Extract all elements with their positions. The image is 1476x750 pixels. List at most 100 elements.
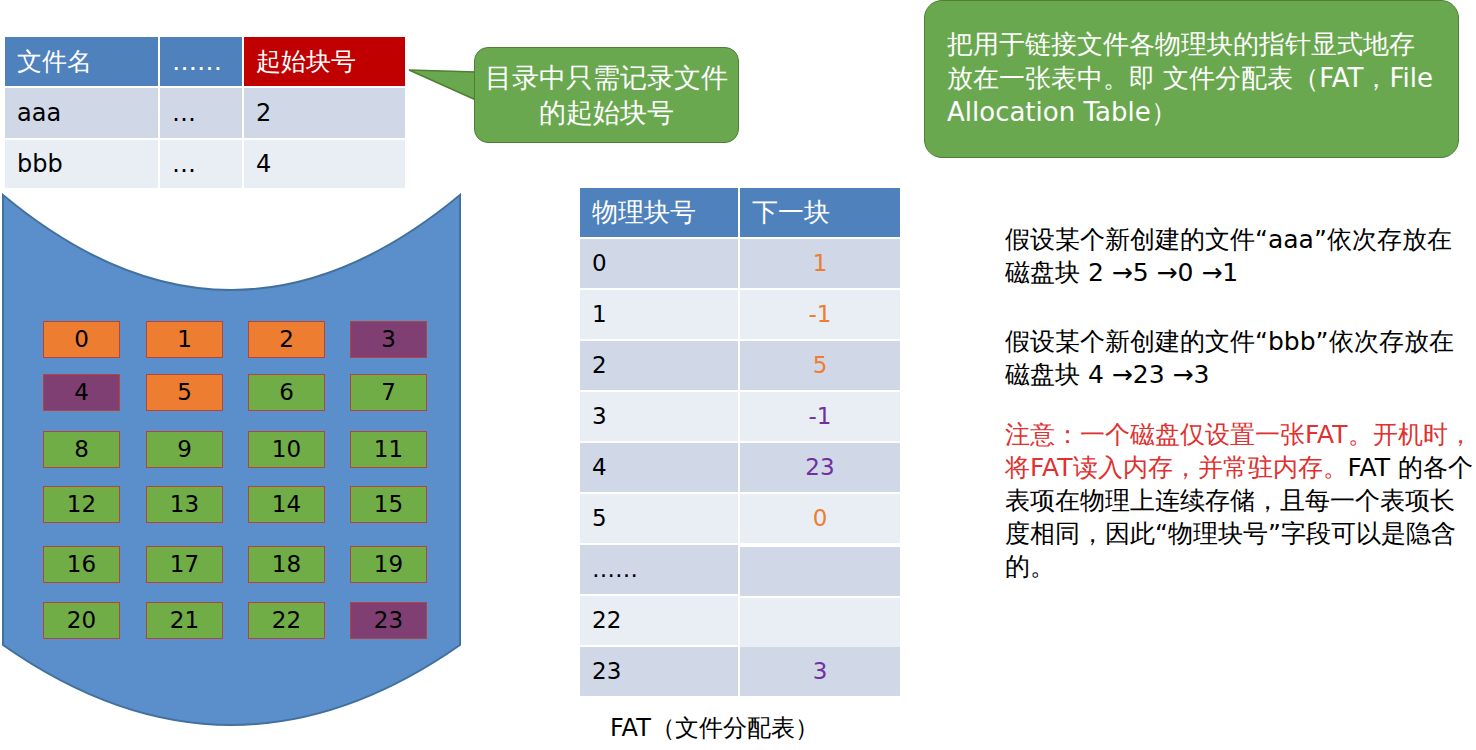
node-text: 13 [170,490,199,520]
label-text: 假设某个新创建的文件“bbb”依次存放在磁盘块 4 →23 →3 [1005,327,1454,389]
node-text: 18 [272,550,301,580]
disk-block: 15 [350,486,427,523]
label-text: …… [592,556,638,584]
table-cell: 5 [580,494,738,543]
disk-block: 22 [248,602,325,639]
label-text: 文件名 [17,47,92,77]
node-text: 12 [67,490,96,520]
label-text: … [172,99,196,128]
note-block: 注意：一个磁盘仅设置一张FAT。开机时，将FAT读入内存，并常驻内存。FAT 的… [1005,418,1473,583]
disk-block: 20 [43,602,120,639]
node-text: 目录中只需记录文件的起始块号 [485,60,728,130]
label-text: 3 [813,658,828,686]
node-text: 0 [74,325,89,355]
disk-block: 8 [43,431,120,468]
label-text: 4 [256,150,271,179]
label-text: 23 [592,658,621,686]
node-text: 16 [67,550,96,580]
node-text: 23 [374,606,403,636]
node-text: 15 [374,490,403,520]
disk-block: 11 [350,431,427,468]
table-cell: 1 [740,239,900,288]
disk-block: 14 [248,486,325,523]
table-cell: …… [580,545,738,594]
table-cell: … [160,88,242,138]
disk-block: 6 [248,374,325,411]
label-text: 4 [592,454,607,482]
label-text: 下一块 [752,197,830,228]
table-cell: -1 [740,290,900,339]
node-text: 7 [381,378,396,408]
node-text: 21 [170,606,199,636]
table-cell: 3 [740,647,900,696]
callout-pointer [409,70,476,100]
caption-text: FAT（文件分配表） [610,712,819,744]
node-text: 6 [279,378,294,408]
table-cell: … [160,140,242,188]
table-cell: 2 [580,341,738,390]
table-cell: 物理块号 [580,188,738,237]
label-text: 2 [256,99,271,128]
label-text: 5 [813,352,828,380]
label-text: 0 [592,250,607,278]
table-cell: 1 [580,290,738,339]
node-text: 把用于链接文件各物理块的指针显式地存放在一张表中。即 文件分配表（FAT，Fil… [947,28,1436,129]
table-cell: …… [160,37,242,86]
disk-block: 19 [350,546,427,583]
disk-cylinder [3,195,460,725]
table-cell: 起始块号 [244,37,405,86]
disk-block: 17 [146,546,223,583]
disk-block: 10 [248,431,325,468]
table-cell: 23 [580,647,738,696]
disk-block: 5 [146,374,223,411]
table-cell: 4 [244,140,405,188]
label-text: 假设某个新创建的文件“aaa”依次存放在磁盘块 2 →5 →0 →1 [1005,225,1452,287]
table-cell: 23 [740,443,900,492]
disk-block: 16 [43,546,120,583]
label-text: … [172,150,196,179]
node-text: 20 [67,606,96,636]
node-text: 22 [272,606,301,636]
node-text: 2 [279,325,294,355]
node-text: 3 [381,325,396,355]
node-text: 5 [177,378,192,408]
disk-block: 13 [146,486,223,523]
table-cell [740,547,900,596]
table-cell: 5 [740,341,900,390]
node-text: 9 [177,435,192,465]
disk-block: 12 [43,486,120,523]
disk-block: 23 [350,602,427,639]
disk-block: 18 [248,546,325,583]
disk-block: 21 [146,602,223,639]
label-text: -1 [809,301,832,329]
label-text: -1 [809,403,832,431]
table-cell: 文件名 [5,37,158,86]
node-text: 1 [177,325,192,355]
label-text: 1 [592,301,607,329]
label-text: 3 [592,403,607,431]
table-cell: aaa [5,88,158,138]
table-cell: 0 [580,239,738,288]
disk-block: 3 [350,321,427,358]
table-cell: -1 [740,392,900,441]
label-text: 23 [805,454,834,482]
disk-block: 0 [43,321,120,358]
callout-box: 目录中只需记录文件的起始块号 [474,47,739,143]
label-text: …… [172,47,222,77]
label-text: 22 [592,607,621,635]
table-cell: 22 [580,596,738,645]
table-cell [740,598,900,647]
label-text: 5 [592,505,607,533]
disk-block: 2 [248,321,325,358]
caption: FAT（文件分配表） [610,712,819,744]
label-text: aaa [17,99,61,128]
disk-block: 1 [146,321,223,358]
disk-block: 4 [43,374,120,411]
callout-box: 把用于链接文件各物理块的指针显式地存放在一张表中。即 文件分配表（FAT，Fil… [924,0,1459,158]
node-text: 10 [272,435,301,465]
table-cell: 2 [244,88,405,138]
label-text: 1 [813,250,828,278]
label-text: bbb [17,150,63,179]
table-cell: 4 [580,443,738,492]
node-text: 4 [74,378,89,408]
